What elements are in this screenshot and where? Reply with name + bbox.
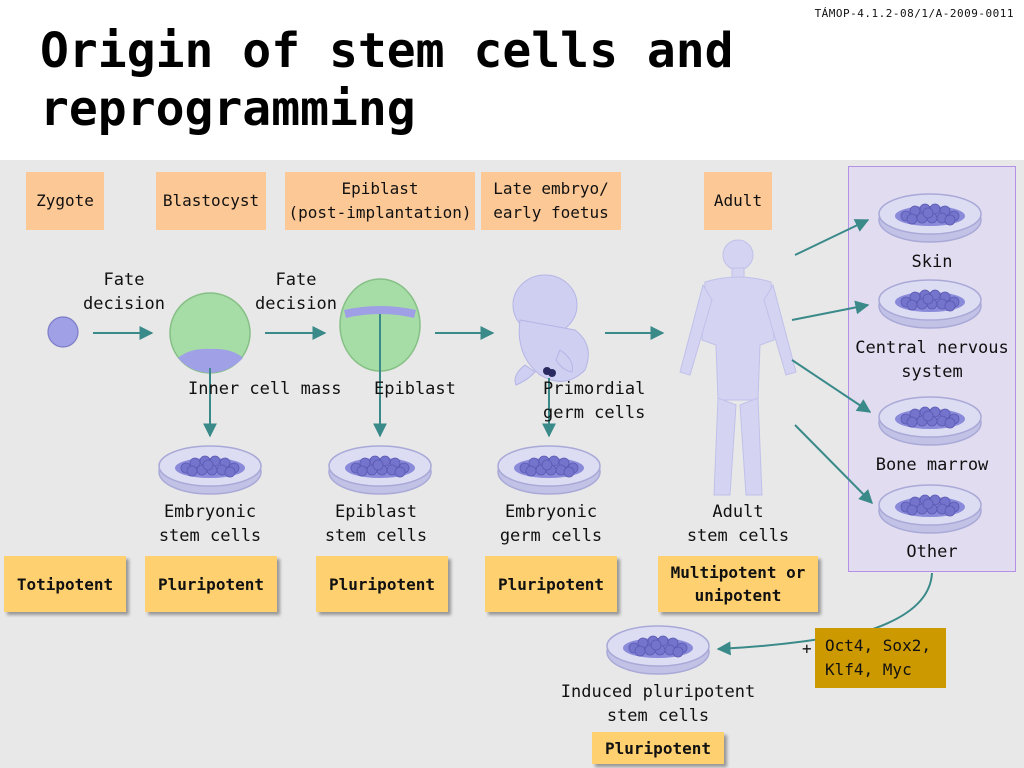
potency-multipotent-line1: Multipotent or	[670, 563, 806, 582]
dish-embryonic-stem-cells	[158, 445, 262, 495]
stage-epiblast-line1: Epiblast	[341, 179, 419, 198]
dish-skin	[878, 193, 982, 243]
tissue-other-label: Other	[906, 542, 958, 562]
slide-title: Origin of stem cells and reprogramming	[40, 22, 734, 138]
dish-cns	[878, 279, 982, 329]
slide-title-line2: reprogramming	[40, 81, 416, 137]
stage-blastocyst: Blastocyst	[156, 172, 266, 230]
potency-pluripotent-ips: Pluripotent	[592, 732, 724, 764]
arrow-adult-cns	[791, 300, 870, 321]
dish-embryonic-germ-cells	[497, 445, 601, 495]
stage-adult: Adult	[704, 172, 772, 230]
stage-epiblast: Epiblast (post-implantation)	[285, 172, 475, 230]
stage-late-embryo-line2: early foetus	[493, 203, 609, 222]
plus-sign: +	[802, 639, 812, 658]
factors-line2: Klf4, Myc	[825, 660, 912, 679]
potency-pluripotent-episc: Pluripotent	[316, 556, 448, 612]
reprogramming-factors-box: Oct4, Sox2, Klf4, Myc	[815, 628, 946, 688]
potency-multipotent: Multipotent or unipotent	[658, 556, 818, 612]
arrow-adult-bone-marrow	[791, 359, 872, 413]
dish-bone-marrow	[878, 396, 982, 446]
dish-other	[878, 484, 982, 534]
dish-ips-cells	[606, 625, 710, 675]
inner-cell-mass-label: Inner cell mass	[188, 379, 342, 399]
slide-title-line1: Origin of stem cells and	[40, 23, 734, 79]
potency-pluripotent-egc: Pluripotent	[485, 556, 617, 612]
potency-pluripotent-esc: Pluripotent	[145, 556, 277, 612]
stage-epiblast-line2: (post-implantation)	[288, 203, 472, 222]
late-embryo-graphic	[512, 274, 589, 386]
tissue-skin-label: Skin	[911, 252, 953, 272]
arrow-adult-other	[794, 424, 873, 504]
stage-late-embryo: Late embryo/ early foetus	[481, 172, 621, 230]
dish-epiblast-stem-cells	[328, 445, 432, 495]
factors-line1: Oct4, Sox2,	[825, 636, 931, 655]
tissue-bone-marrow-label: Bone marrow	[875, 455, 989, 475]
stage-zygote: Zygote	[26, 172, 104, 230]
zygote-cell	[47, 316, 79, 348]
project-code: TÁMOP-4.1.2-08/1/A-2009-0011	[814, 7, 1014, 20]
epiblast-label: Epiblast	[374, 379, 456, 399]
stage-late-embryo-line1: Late embryo/	[493, 179, 609, 198]
primordial-germ-cell	[548, 369, 556, 377]
adult-human-graphic	[679, 239, 797, 496]
potency-multipotent-line2: unipotent	[694, 586, 782, 605]
arrow-adult-skin	[794, 219, 870, 256]
blastocyst-graphic	[169, 292, 251, 374]
potency-totipotent: Totipotent	[4, 556, 126, 612]
